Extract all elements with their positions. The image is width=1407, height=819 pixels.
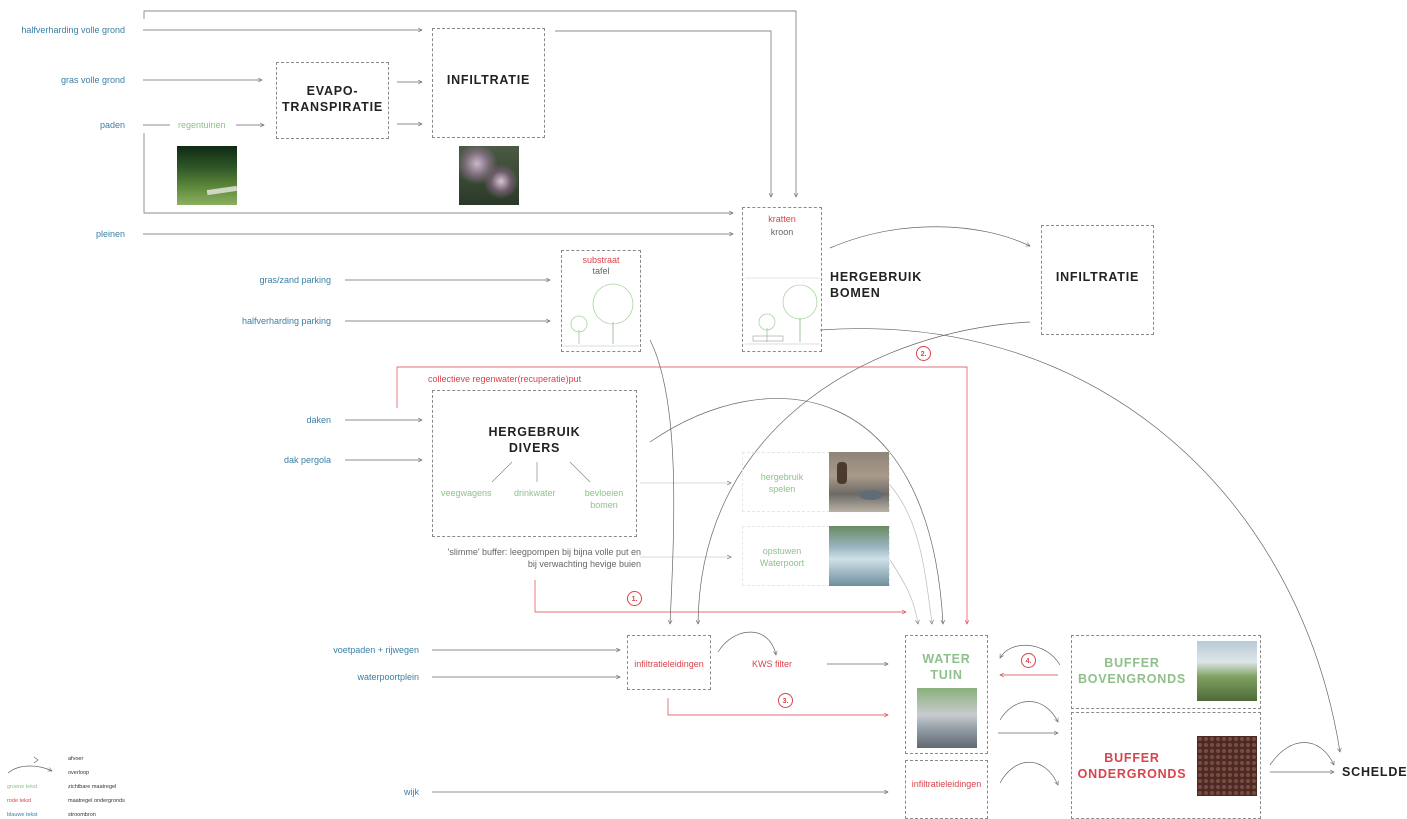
measure-drinkwater: drinkwater (514, 488, 556, 498)
buffer-ondergronds-title: BUFFER ONDERGRONDS (1077, 751, 1187, 781)
lawn-photo (177, 146, 238, 205)
badge-4: 4. (1021, 653, 1036, 668)
infiltratie-right-title: INFILTRATIE (1055, 270, 1140, 284)
measure-tafel: tafel (592, 266, 610, 276)
source-voetpaden-rijwegen: voetpaden + rijwegen (333, 645, 419, 655)
legend-ondergronds: maatregel ondergronds (68, 798, 125, 804)
source-halfverharding-parking: halfverharding parking (241, 316, 331, 326)
kratten-box (742, 207, 822, 352)
badge-1: 1. (627, 591, 642, 606)
overflow-curve (829, 226, 1030, 249)
source-paden: paden (99, 120, 125, 130)
measure-slimme-buffer: 'slimme' buffer: leegpompen bij bijna vo… (447, 547, 641, 569)
measure-veegwagens: veegwagens (441, 488, 492, 498)
infiltratieleidingen-mid-box (627, 635, 711, 690)
source-waterpoortplein: waterpoortplein (357, 672, 419, 682)
overflow-curve (7, 765, 52, 774)
flow-line (555, 30, 771, 197)
waterpoort-box (742, 526, 890, 586)
buffer-bovengronds-title: BUFFER BOVENGRONDS (1077, 656, 1187, 686)
overflow-curve (649, 398, 943, 624)
measure-infiltratieleidingen-bottom: infiltratieleidingen (911, 779, 982, 789)
underground-line (396, 366, 967, 624)
measure-kws-filter: KWS filter (752, 659, 793, 669)
source-gras-zand-parking: gras/zand parking (259, 275, 331, 285)
underground-line (667, 698, 888, 715)
measure-opstuwen-waterpoort: opstuwen Waterpoort (759, 546, 805, 568)
overflow-curve (717, 631, 776, 655)
legend-key-red: rode tekst (7, 798, 32, 804)
infiltratie-top-box (432, 28, 545, 138)
infiltratie-right-box (1041, 225, 1154, 335)
flow-line (889, 484, 932, 624)
flow-line (143, 10, 796, 197)
buffer-ondergronds-photo (1197, 736, 1257, 796)
waterpoort-photo (829, 526, 889, 586)
tree-sketch-substraat (563, 283, 639, 347)
hergebruik-bomen-title: HERGEBRUIK BOMEN (830, 270, 923, 300)
legend-key-blue: blauwe tekst (7, 812, 38, 818)
source-pleinen: pleinen (95, 229, 125, 239)
hergebruik-divers-box (432, 390, 637, 537)
overflow-curve (1269, 742, 1334, 766)
legend-arrow (33, 756, 39, 764)
badge-3: 3. (778, 693, 793, 708)
overflow-curve (649, 339, 675, 624)
water-tuin-title: WATER TUIN (922, 652, 971, 682)
measure-collectieve-put: collectieve regenwater(recuperatie)put (428, 374, 582, 384)
badge-2: 2. (916, 346, 931, 361)
measure-kroon: kroon (770, 227, 794, 237)
buffer-bovengronds-box (1071, 635, 1261, 709)
measure-infiltratieleidingen-mid: infiltratieleidingen (634, 659, 704, 669)
legend-overloop: overloop (68, 770, 90, 776)
buffer-bovengronds-photo (1197, 641, 1257, 701)
flow-line (143, 133, 733, 213)
source-daken: daken (306, 415, 331, 425)
water-tuin-box (905, 635, 988, 754)
flow-line (889, 559, 918, 624)
overflow-curve (1000, 645, 1061, 666)
source-wijk: wijk (404, 787, 419, 797)
source-halfverharding-volle-grond: halfverharding volle grond (21, 25, 125, 35)
measure-bevloeien-bomen: bevloeien bomen (584, 488, 624, 510)
overflow-curve (999, 701, 1058, 722)
water-tuin-photo (917, 688, 977, 748)
measure-hergebruik-spelen: hergebruik spelen (760, 472, 804, 494)
evapotranspiratie-title: EVAPO- TRANSPIRATIE (281, 84, 384, 114)
overflow-curve (999, 761, 1058, 785)
schelde-label: SCHELDE (1342, 765, 1407, 779)
spelen-photo (829, 452, 889, 512)
source-gras-volle-grond: gras volle grond (60, 75, 125, 85)
source-dak-pergola: dak pergola (283, 455, 331, 465)
divers-branches (491, 461, 591, 483)
measure-substraat: substraat (582, 255, 620, 265)
legend-key-green: groene tekst (7, 784, 38, 790)
flowers-photo (459, 146, 519, 205)
substraat-box (561, 250, 641, 352)
measure-kratten: kratten (768, 214, 796, 224)
overflow-curve (819, 328, 1340, 752)
infiltratie-top-title: INFILTRATIE (446, 73, 531, 87)
hergebruik-divers-title: HERGEBRUIK DIVERS (488, 425, 581, 455)
measure-regentuinen: regentuinen (178, 120, 226, 130)
legend-afvoer: afvoer (68, 756, 84, 762)
spelen-box (742, 452, 890, 512)
evapotranspiratie-box (276, 62, 389, 139)
legend-stroombron: stroombron (68, 812, 96, 818)
tree-sketch-kratten (745, 277, 820, 345)
underground-line (534, 580, 906, 612)
legend-zichtbare: zichtbare maatregel (68, 784, 117, 790)
overflow-curve (698, 321, 1031, 624)
